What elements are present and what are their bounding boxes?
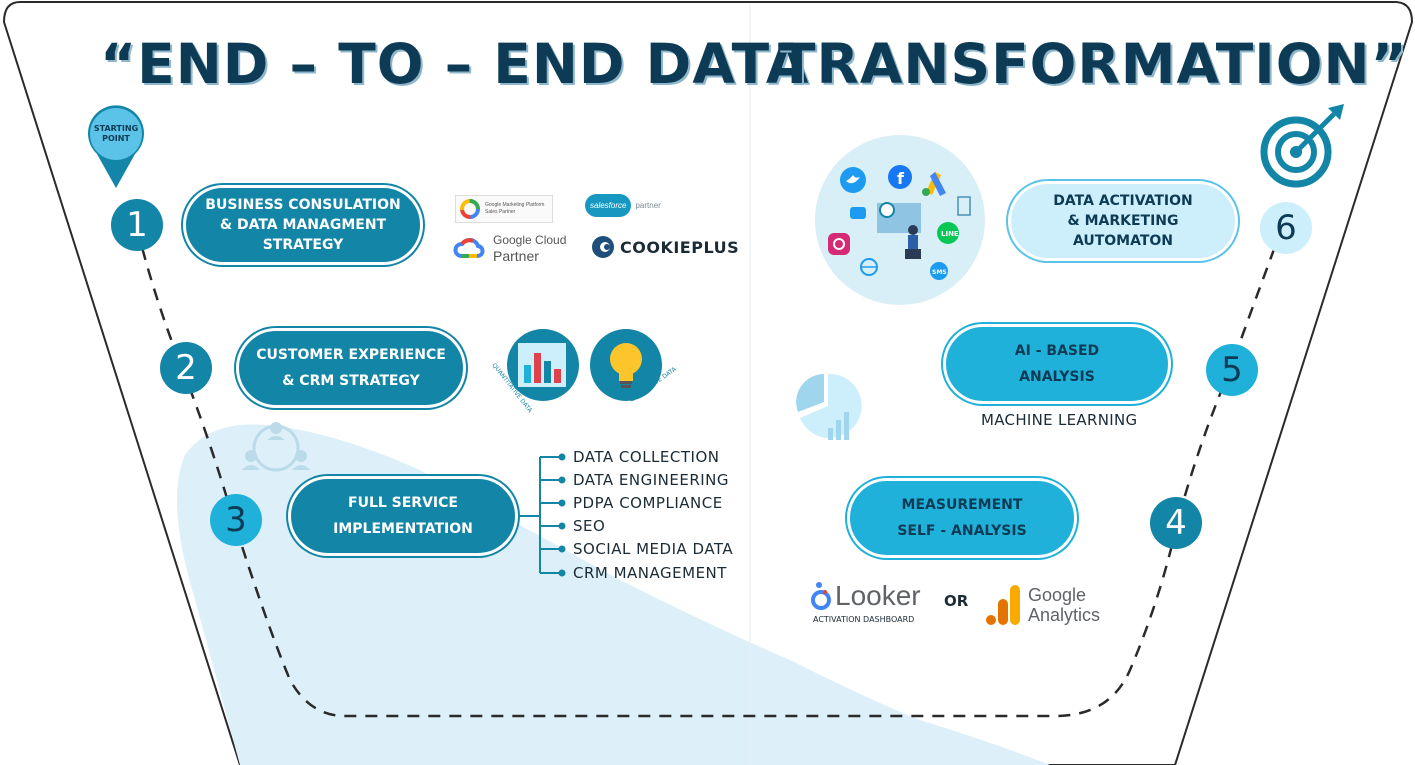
svg-text:f: f [897,169,905,188]
instagram-icon [828,233,850,255]
cookieplus-text: COOKIEPLUS [620,237,740,257]
step-4-line2: SELF - ANALYSIS [897,523,1027,539]
starting-point-pin-icon [88,105,144,188]
step-6-line2: & MARKETING [1067,213,1179,229]
twitter-icon [840,167,866,193]
step-4-line1: MEASUREMENT [901,497,1023,513]
step-1-line1: BUSINESS CONSULATION [205,197,401,213]
step-6-line1: DATA ACTIVATION [1053,193,1193,209]
cookieplus-icon [592,236,614,258]
step-2-line2: & CRM STRATEGY [282,373,420,389]
step-number-2: 2 [160,342,212,394]
step-3-line2: IMPLEMENTATION [333,521,473,537]
list-item: SEO [573,517,606,535]
step-3-line1: FULL SERVICE [348,495,458,511]
globe-icon [860,258,878,276]
ga-line2: Analytics [1028,605,1101,625]
starting-point-line1: STARTING [93,124,139,133]
step-5-line2: ANALYSIS [1019,369,1095,385]
step-number-5: 5 [1206,344,1258,396]
list-item: SOCIAL MEDIA DATA [573,540,734,558]
step-1-pill: BUSINESS CONSULATION & DATA MANAGMENT ST… [183,185,423,265]
gmp-partner-badge: Google Marketing Platform Sales Partner [455,195,553,223]
pie-chart-icon [796,373,862,440]
building-icon [957,196,971,216]
salesforce-suffix: partner [635,201,661,210]
google-cloud-partner-badge: Google Cloud Partner [453,232,566,264]
facebook-icon: f [888,165,912,189]
list-item: DATA COLLECTION [573,448,720,466]
step-6-line3: AUTOMATON [1072,233,1174,249]
chat-icon [850,207,866,219]
salesforce-cloud-icon: salesforce [585,194,632,217]
line-icon: LINE [937,222,959,244]
step-number-1: 1 [111,199,163,251]
google-analytics-icon [986,585,1020,625]
google-ads-icon [922,172,946,196]
looker-text: Looker [835,580,921,611]
looker-logo: Looker [810,580,921,612]
lightbulb-icon [590,329,662,401]
step-5-line1: AI - BASED [1014,343,1100,359]
team-network-icon [242,422,310,472]
list-item: DATA ENGINEERING [573,471,730,489]
step-2-line1: CUSTOMER EXPERIENCE [256,347,446,363]
google-analytics-logo: Google Analytics [986,585,1100,625]
gmp-line1: Google Marketing Platform [485,202,545,208]
step-5-pill: AI - BASED ANALYSIS [943,324,1171,404]
analyst-figure-icon [877,202,921,259]
step-number-3: 3 [210,494,262,546]
gcloud-line2: Partner [493,248,539,264]
list-item: CRM MANAGEMENT [573,564,727,582]
step-4-pill: MEASUREMENT SELF - ANALYSIS [847,478,1077,558]
ga-line1: Google [1028,585,1087,605]
target-icon [1260,104,1344,188]
google-cloud-icon [453,238,485,258]
title-left: “END – TO – END DATA [100,32,810,96]
sms-icon: SMS [930,262,948,280]
gcloud-line1: Google Cloud [493,233,567,247]
social-channels-circle: f LINE SMS [815,135,985,305]
gmp-line2: Sales Partner [485,209,516,215]
step-6-pill: DATA ACTIVATION & MARKETING AUTOMATON [1008,181,1238,261]
svg-text:SMS: SMS [932,269,947,276]
gmp-logo-icon [460,199,480,219]
quantitative-chart-icon [507,329,579,401]
salesforce-partner-badge: salesforce partner [585,194,661,217]
list-item: PDPA COMPLIANCE [573,494,723,512]
starting-point-label: STARTING POINT [88,124,144,144]
step-number-6: 6 [1260,202,1312,254]
step-number-4: 4 [1150,497,1202,549]
step-1-line2: & DATA MANAGMENT [219,217,387,233]
step-3-pill: FULL SERVICE IMPLEMENTATION [288,476,518,556]
or-label: OR [944,592,969,610]
looker-icon [811,582,831,610]
list-bracket [518,453,566,577]
cookieplus-logo: COOKIEPLUS [591,235,739,259]
step-1-line3: STRATEGY [262,237,344,253]
looker-caption: ACTIVATION DASHBOARD [813,615,915,624]
step-2-pill: CUSTOMER EXPERIENCE & CRM STRATEGY [236,328,466,408]
starting-point-line2: POINT [102,134,130,143]
machine-learning-label: MACHINE LEARNING [981,411,1138,429]
title-right: TRANSFORMATION” [778,32,1408,96]
svg-text:LINE: LINE [941,230,959,238]
